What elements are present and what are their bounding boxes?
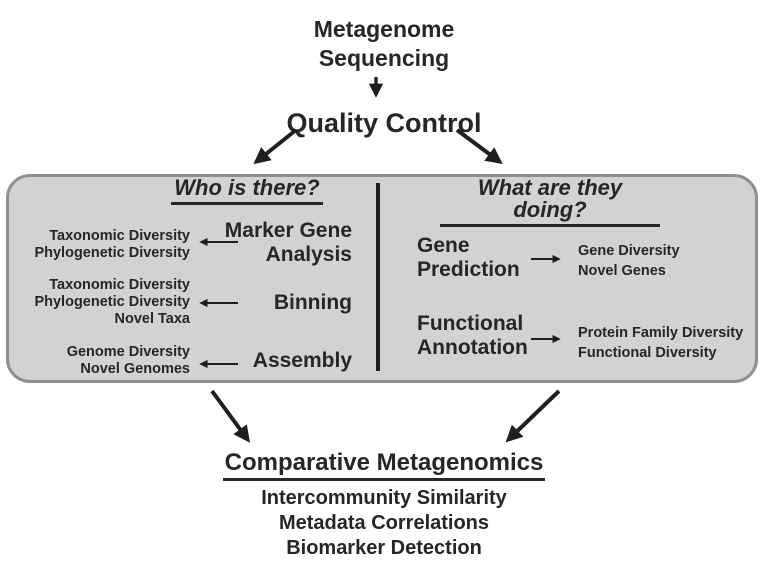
- diagonal-down-right-arrow-icon: [210, 389, 250, 443]
- analysis-box: [6, 174, 758, 383]
- output-line: Functional Diversity: [578, 345, 717, 361]
- output-line: Taxonomic Diversity: [49, 228, 190, 244]
- output-line: Phylogenetic Diversity: [34, 294, 190, 310]
- output-line: Novel Genes: [578, 263, 666, 279]
- flow-node-metagenome-sequencing: Metagenome Sequencing: [0, 15, 768, 73]
- left-row3-method: Assembly: [222, 349, 352, 373]
- output-line: Biomarker Detection: [286, 537, 482, 559]
- output-line: Phylogenetic Diversity: [34, 245, 190, 261]
- left-row2-outputs: Taxonomic Diversity Phylogenetic Diversi…: [20, 277, 190, 328]
- output-line: Genome Diversity: [66, 344, 190, 360]
- comparative-heading-text: Comparative Metagenomics: [222, 450, 546, 481]
- left-row1-method: Marker Gene Analysis: [222, 219, 352, 267]
- method-line: Prediction: [417, 258, 520, 281]
- left-column-heading-text: Who is there?: [171, 177, 323, 205]
- method-line: Binning: [273, 291, 352, 314]
- right-column-heading: What are they doing?: [440, 177, 660, 227]
- right-column-heading-text: What are they doing?: [440, 177, 660, 227]
- right-row2-method: Functional Annotation: [417, 312, 557, 360]
- right-row1-outputs: Gene Diversity Novel Genes: [578, 241, 758, 281]
- method-line: Annotation: [417, 336, 528, 359]
- method-line: Gene: [417, 234, 470, 257]
- left-row2-method: Binning: [222, 291, 352, 315]
- flow-node-quality-control: Quality Control: [286, 108, 482, 138]
- output-line: Protein Family Diversity: [578, 325, 744, 341]
- output-line: Gene Diversity: [578, 243, 680, 259]
- diagonal-down-left-arrow-icon: [505, 389, 561, 443]
- title-line-2: Sequencing: [318, 45, 450, 71]
- method-line: Marker Gene: [224, 219, 352, 242]
- output-line: Novel Genomes: [80, 361, 190, 377]
- method-line: Assembly: [252, 349, 352, 372]
- left-row3-outputs: Genome Diversity Novel Genomes: [20, 344, 190, 378]
- method-line: Analysis: [265, 243, 352, 266]
- right-row2-outputs: Protein Family Diversity Functional Dive…: [578, 323, 763, 363]
- comparative-outputs: Intercommunity Similarity Metadata Corre…: [0, 486, 768, 561]
- left-row1-outputs: Taxonomic Diversity Phylogenetic Diversi…: [20, 228, 190, 262]
- method-line: Functional: [417, 312, 524, 335]
- output-line: Taxonomic Diversity: [49, 277, 190, 293]
- output-line: Novel Taxa: [114, 311, 191, 327]
- left-column-heading: Who is there?: [147, 177, 347, 205]
- flow-node-comparative-metagenomics: Comparative Metagenomics: [0, 450, 768, 481]
- title-line-1: Metagenome: [313, 16, 455, 42]
- output-line: Metadata Correlations: [278, 512, 490, 534]
- right-row1-method: Gene Prediction: [417, 234, 557, 282]
- vertical-divider: [376, 183, 380, 371]
- output-line: Intercommunity Similarity: [261, 487, 507, 509]
